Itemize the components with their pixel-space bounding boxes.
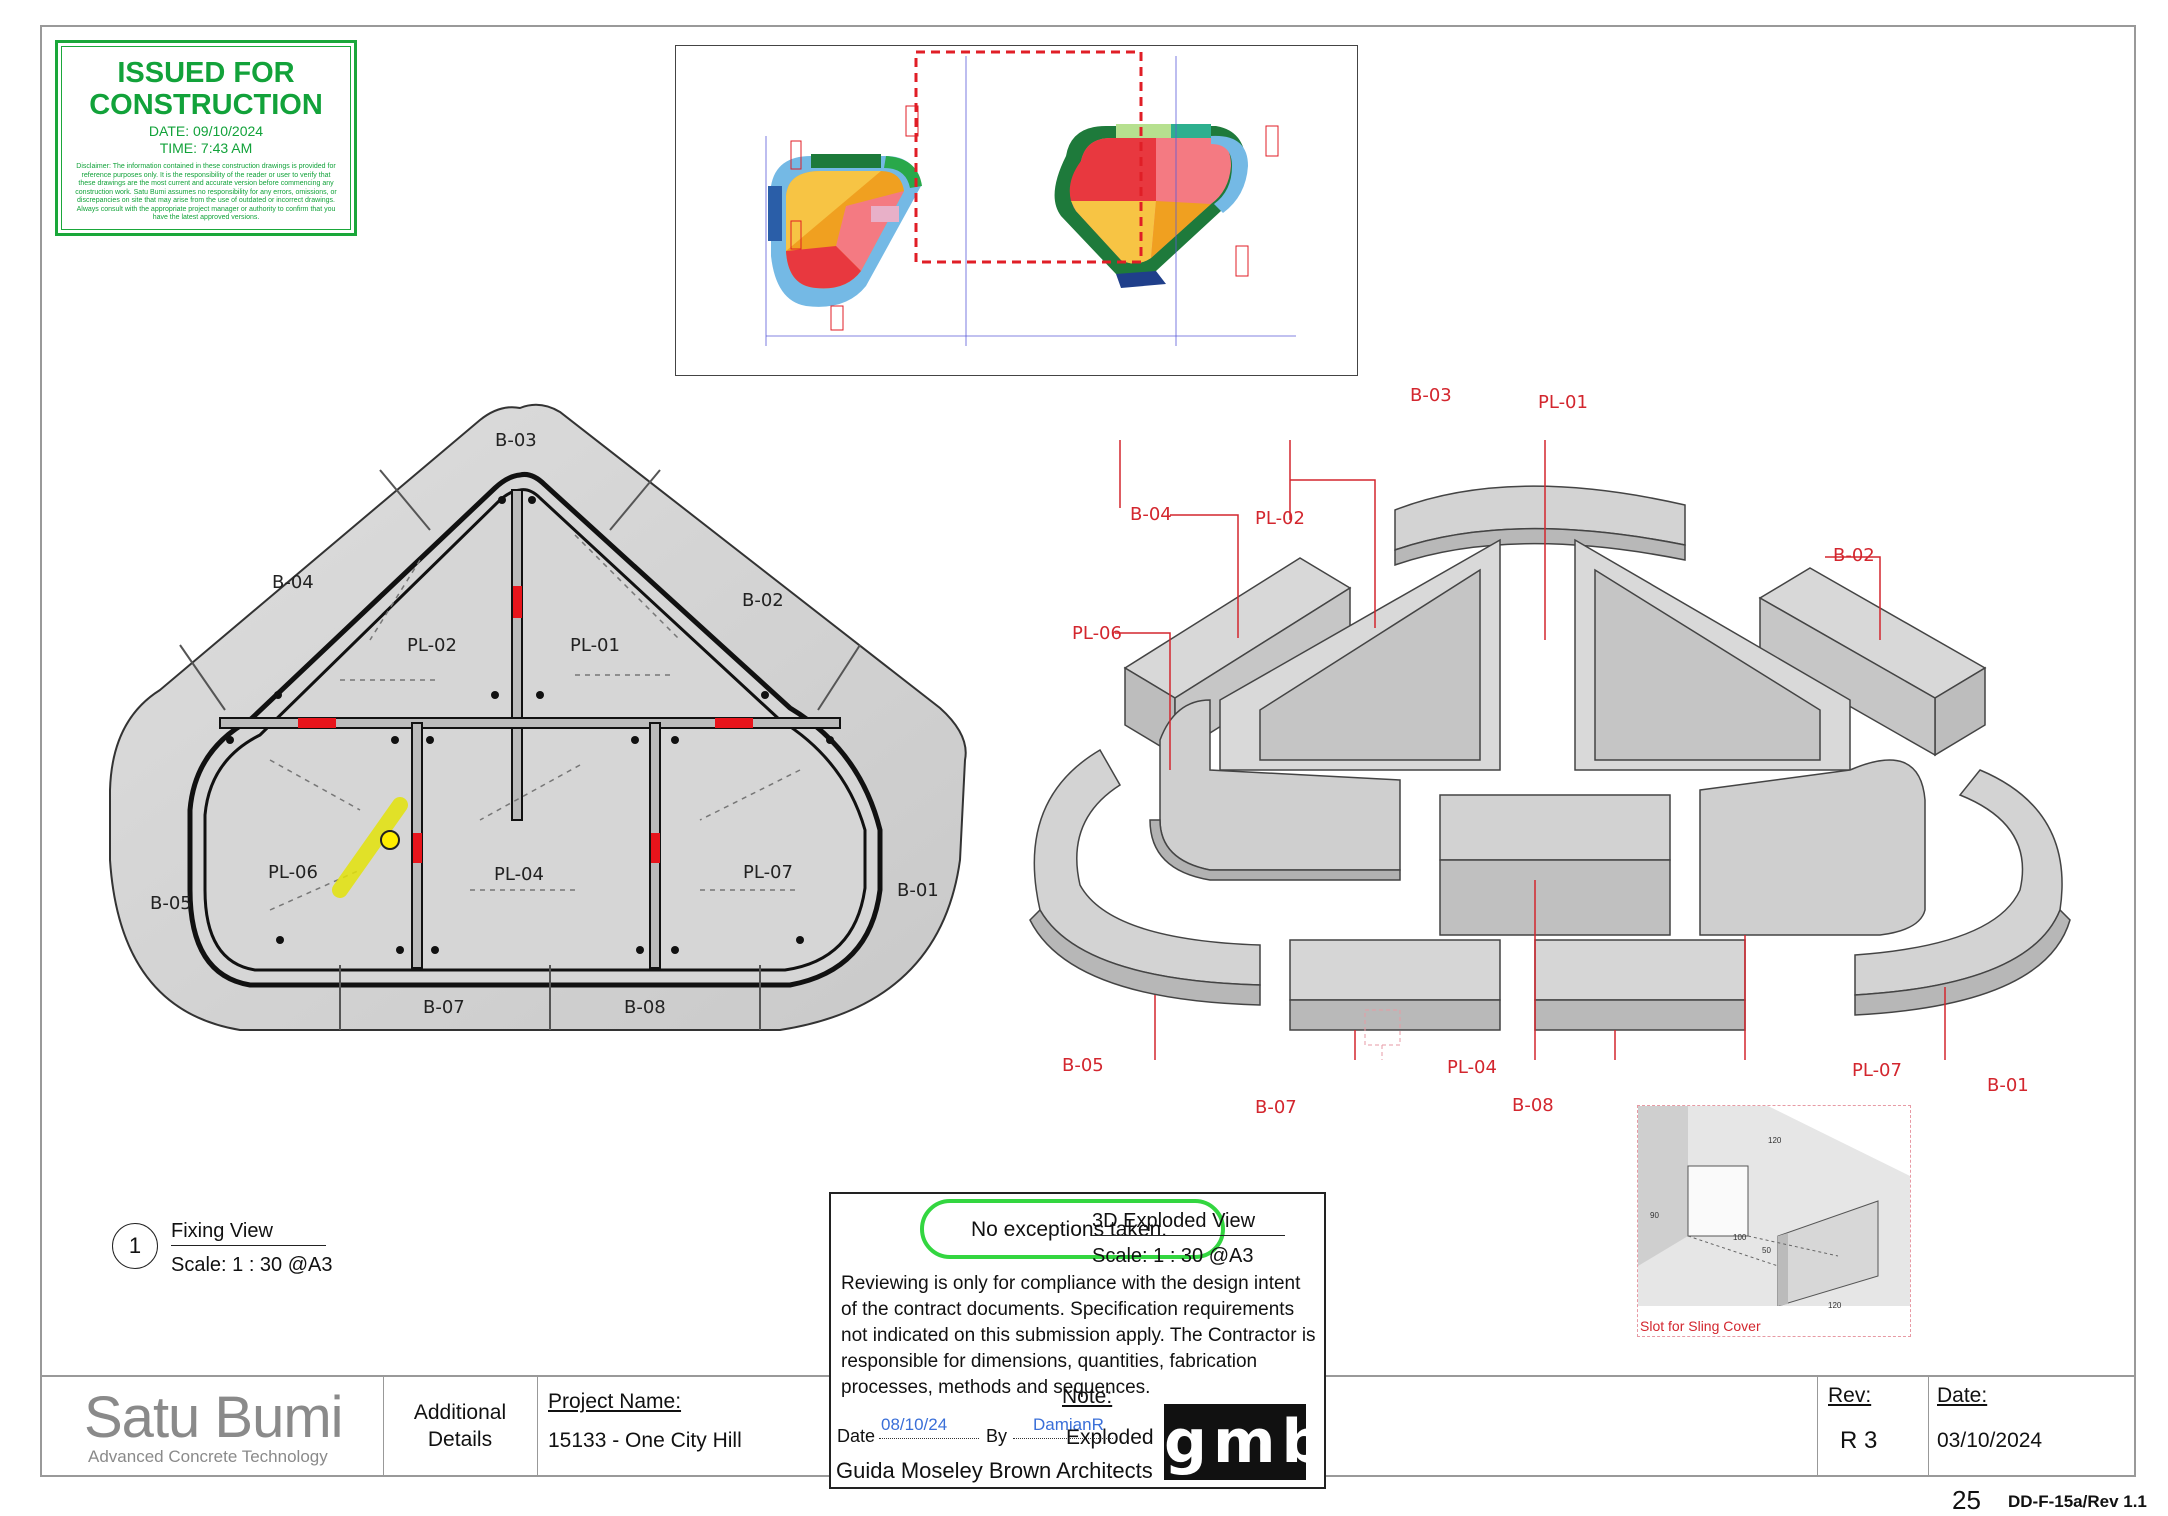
no-exceptions-badge xyxy=(920,1199,1225,1259)
fixing-view-title: Fixing View xyxy=(171,1220,326,1246)
plan-label-b05: B-05 xyxy=(150,893,192,914)
title-block-divider xyxy=(1817,1377,1818,1477)
review-date-label: Date xyxy=(837,1426,876,1446)
fixing-view-plan xyxy=(109,403,967,1031)
note-value: Exploded xyxy=(1066,1426,1154,1449)
slot-detail-drawing xyxy=(1638,1106,1910,1307)
plan-label-b07: B-07 xyxy=(423,997,465,1018)
callout-b01: B-01 xyxy=(1987,1075,2029,1096)
detail-dim-3: 90 xyxy=(1650,1211,1659,1220)
callout-b08: B-08 xyxy=(1512,1095,1554,1116)
section-line2: Details xyxy=(427,1428,493,1451)
plan-label-pl07: PL-07 xyxy=(743,862,793,883)
exploded-3d-view xyxy=(1029,440,2071,1060)
plan-label-b03: B-03 xyxy=(495,430,537,451)
stamp-time: TIME: 7:43 AM xyxy=(159,140,253,156)
detail-dim-2: 100 xyxy=(1733,1233,1747,1242)
page-number: 25 xyxy=(1952,1485,1981,1515)
plan-label-b02: B-02 xyxy=(742,590,784,611)
plan-label-b04: B-04 xyxy=(272,572,314,593)
fixing-view-scale: Scale: 1 : 30 @A3 xyxy=(171,1254,333,1276)
project-value: 15133 - One City Hill xyxy=(548,1429,742,1452)
plan-label-pl06: PL-06 xyxy=(268,862,318,883)
exploded-view-scale: Scale: 1 : 30 @A3 xyxy=(1092,1245,1254,1267)
callout-pl06: PL-06 xyxy=(1072,623,1122,644)
callout-b05: B-05 xyxy=(1062,1055,1104,1076)
callout-b04: B-04 xyxy=(1130,504,1172,525)
callout-pl04: PL-04 xyxy=(1447,1057,1497,1078)
stamp-title-line2: CONSTRUCTION xyxy=(89,89,323,121)
review-firm-name: Guida Moseley Brown Architects xyxy=(836,1458,1153,1483)
project-label: Project Name: xyxy=(548,1390,682,1413)
slot-detail-box: 120 100 90 50 120 Slot for Sling Cover xyxy=(1637,1105,1911,1337)
exploded-view-title: 3D Exploded View xyxy=(1092,1210,1285,1236)
key-plan-drawing xyxy=(765,50,1296,346)
company-tagline: Advanced Concrete Technology xyxy=(88,1447,328,1466)
title-block-divider xyxy=(1928,1377,1929,1477)
plan-label-b01: B-01 xyxy=(897,880,939,901)
architect-review-stamp: No exceptions taken. Reviewing is only f… xyxy=(829,1192,1326,1489)
detail-dim-4: 50 xyxy=(1762,1246,1771,1255)
plan-label-pl01: PL-01 xyxy=(570,635,620,656)
document-reference: DD-F-15a/Rev 1.1 xyxy=(2008,1492,2147,1511)
detail-caption: Slot for Sling Cover xyxy=(1640,1318,1761,1334)
review-by-line xyxy=(1013,1438,1113,1439)
title-block-divider xyxy=(537,1377,538,1477)
key-plan-thumbnail xyxy=(675,45,1358,376)
review-date-value: 08/10/24 xyxy=(881,1415,948,1434)
note-label: Note: xyxy=(1062,1385,1113,1408)
plan-label-pl02: PL-02 xyxy=(407,635,457,656)
callout-b02: B-02 xyxy=(1833,545,1875,566)
stamp-disclaimer: Disclaimer: The information contained in… xyxy=(75,163,337,221)
review-by-label: By xyxy=(986,1426,1008,1446)
rev-value: R 3 xyxy=(1840,1427,1878,1454)
callout-pl02: PL-02 xyxy=(1255,508,1305,529)
detail-dim-1: 120 xyxy=(1768,1136,1782,1145)
callout-b07: B-07 xyxy=(1255,1097,1297,1118)
review-statement: Reviewing is only for compliance with th… xyxy=(841,1273,1316,1398)
rev-label: Rev: xyxy=(1828,1384,1872,1407)
view-number-1: 1 xyxy=(112,1223,158,1269)
detail-dim-5: 120 xyxy=(1828,1301,1842,1310)
plan-label-pl04: PL-04 xyxy=(494,864,544,885)
date-value: 03/10/2024 xyxy=(1937,1429,2043,1452)
callout-b03: B-03 xyxy=(1410,385,1452,406)
gmb-logo: gmb xyxy=(1164,1404,1324,1480)
stamp-date: DATE: 09/10/2024 xyxy=(148,123,264,139)
review-by-value: DamianR xyxy=(1033,1415,1104,1434)
callout-pl07: PL-07 xyxy=(1852,1060,1902,1081)
issued-for-construction-stamp: ISSUED FOR CONSTRUCTION DATE: 09/10/2024… xyxy=(55,40,357,236)
company-logo: Satu Bumi xyxy=(84,1385,344,1450)
plan-label-b08: B-08 xyxy=(624,997,666,1018)
date-label: Date: xyxy=(1937,1384,1988,1407)
section-line1: Additional xyxy=(413,1401,507,1424)
review-date-line xyxy=(879,1438,979,1439)
stamp-title-line1: ISSUED FOR xyxy=(117,57,295,89)
callout-pl01: PL-01 xyxy=(1538,392,1588,413)
title-block-divider xyxy=(383,1377,384,1477)
